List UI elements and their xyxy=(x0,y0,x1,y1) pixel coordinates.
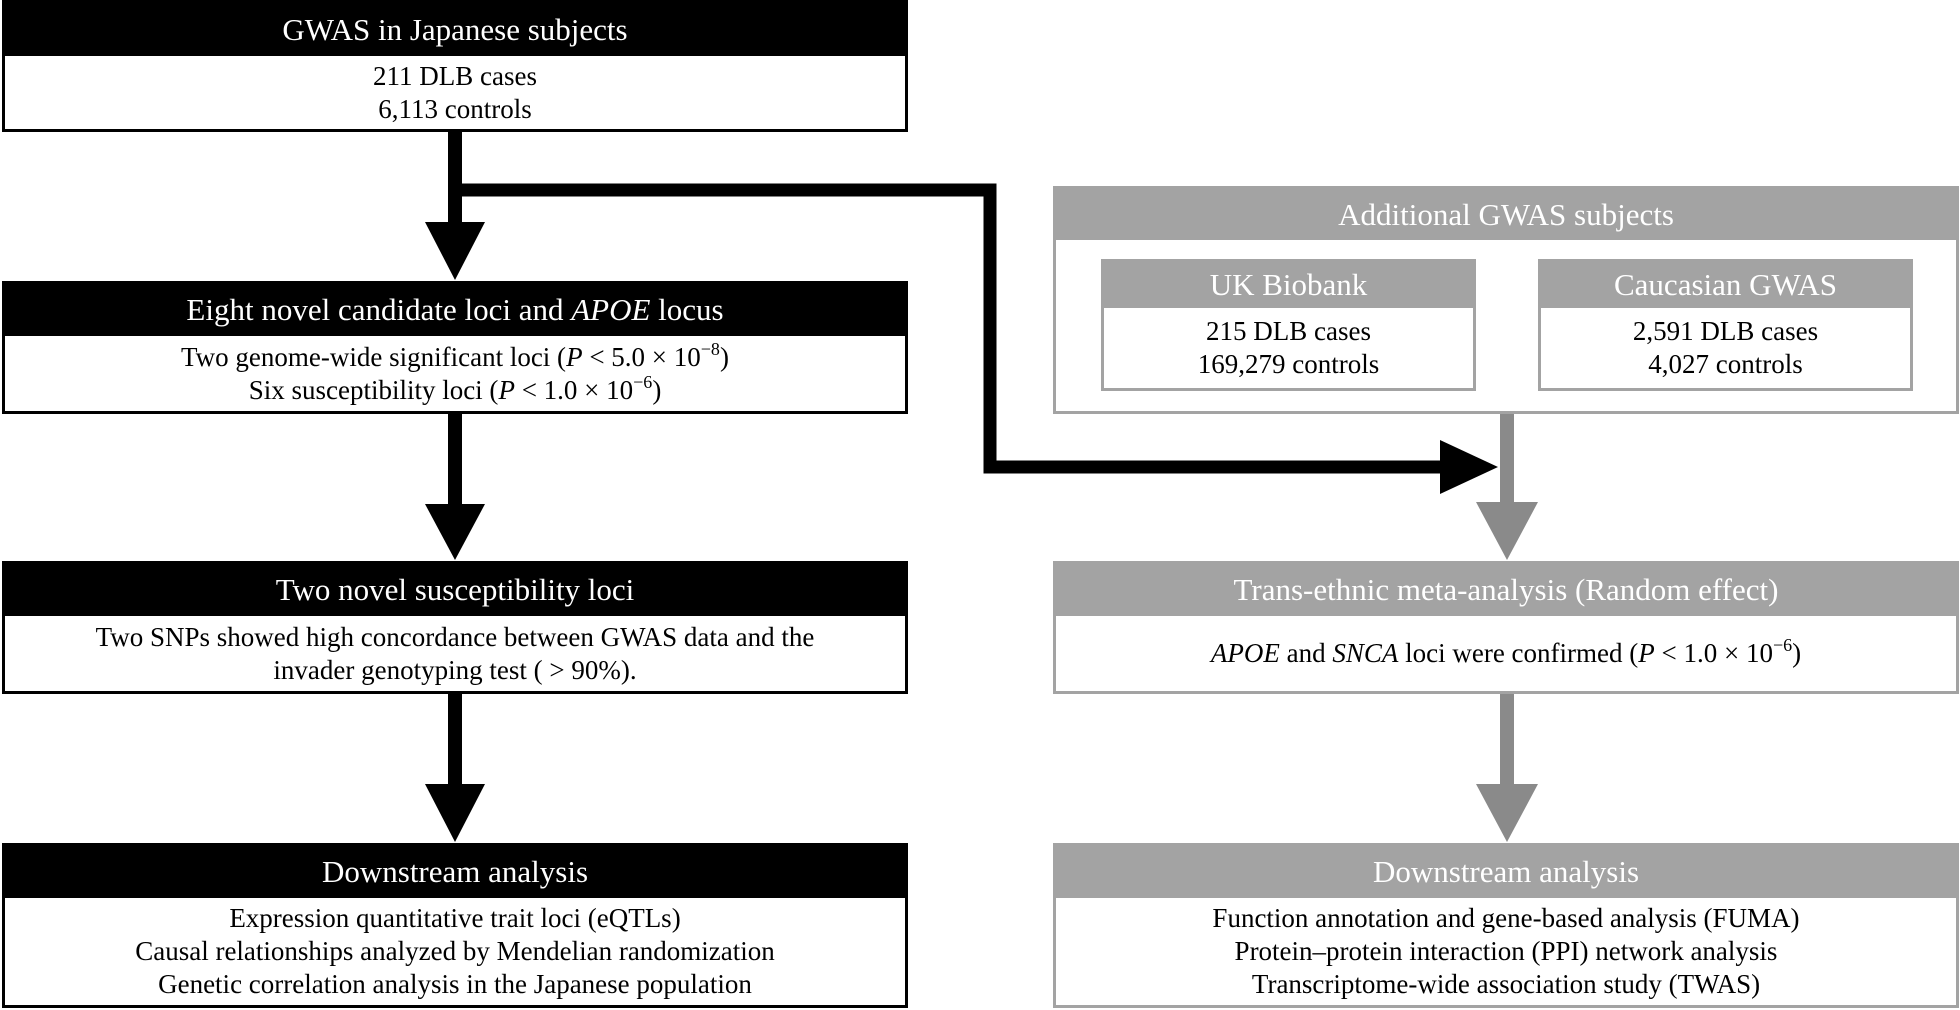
uk-biobank-cases: 215 DLB cases xyxy=(1206,316,1371,346)
meta-link-arrowhead xyxy=(1440,440,1498,494)
meta-and: and xyxy=(1279,638,1333,668)
downstream-right-line-1: Function annotation and gene-based analy… xyxy=(1212,903,1800,933)
black-arrows xyxy=(425,132,1498,842)
downstream-right-title: Downstream analysis xyxy=(1056,846,1956,898)
susceptibility-loci-body: Two SNPs showed high concordance between… xyxy=(5,616,905,691)
meta-analysis-box: Trans-ethnic meta-analysis (Random effec… xyxy=(1053,561,1959,694)
arrow-head-3 xyxy=(425,784,485,842)
candidate-loci-title-gene: APOE xyxy=(571,292,651,327)
gwas-japanese-title: GWAS in Japanese subjects xyxy=(5,3,905,56)
downstream-left-box: Downstream analysis Expression quantitat… xyxy=(2,843,908,1008)
downstream-left-title: Downstream analysis xyxy=(5,846,905,898)
susceptibility-line-2: invader genotyping test ( > 90%). xyxy=(273,654,637,685)
arrow-head-2 xyxy=(425,504,485,560)
meta-exponent: −6 xyxy=(1772,635,1793,655)
grey-arrow-shaft-2 xyxy=(1500,694,1514,786)
line2-close: ) xyxy=(652,374,662,405)
grey-arrow-head-1 xyxy=(1476,502,1538,560)
arrow-head-1 xyxy=(425,222,485,280)
meta-gene-snca: SNCA xyxy=(1332,638,1399,668)
arrow-shaft-1 xyxy=(448,132,462,224)
meta-text: loci were confirmed ( xyxy=(1398,638,1639,668)
candidate-loci-box: Eight novel candidate loci and APOE locu… xyxy=(2,281,908,414)
candidate-loci-title-text: Eight novel candidate loci and xyxy=(186,292,572,327)
arrow-shaft-3 xyxy=(448,694,462,786)
line2-value: < 1.0 × 10 xyxy=(514,374,634,405)
gwas-japanese-body: 211 DLB cases 6,113 controls xyxy=(5,56,905,129)
uk-biobank-box: UK Biobank 215 DLB cases 169,279 control… xyxy=(1101,259,1476,391)
downstream-left-line-1: Expression quantitative trait loci (eQTL… xyxy=(229,903,681,933)
line1-exponent: −8 xyxy=(700,338,720,359)
line2-exponent: −6 xyxy=(633,371,653,392)
line1-p: P xyxy=(566,341,583,372)
meta-analysis-body: APOE and SNCA loci were confirmed (P < 1… xyxy=(1056,616,1956,691)
caucasian-gwas-box: Caucasian GWAS 2,591 DLB cases 4,027 con… xyxy=(1538,259,1913,391)
downstream-right-line-2: Protein–protein interaction (PPI) networ… xyxy=(1234,936,1778,966)
candidate-loci-body: Two genome-wide significant loci (P < 5.… xyxy=(5,336,905,411)
downstream-right-line-3: Transcriptome-wide association study (TW… xyxy=(1251,969,1761,999)
uk-biobank-controls: 169,279 controls xyxy=(1197,349,1380,379)
downstream-right-box: Downstream analysis Function annotation … xyxy=(1053,843,1959,1008)
meta-analysis-line: APOE and SNCA loci were confirmed (P < 1… xyxy=(1210,635,1802,670)
meta-p: P xyxy=(1638,638,1655,668)
downstream-left-line-2: Causal relationships analyzed by Mendeli… xyxy=(135,936,775,966)
additional-gwas-box: Additional GWAS subjects UK Biobank 215 … xyxy=(1053,186,1959,414)
uk-biobank-title: UK Biobank xyxy=(1104,262,1473,308)
uk-biobank-body: 215 DLB cases 169,279 controls xyxy=(1104,308,1473,388)
susceptibility-loci-box: Two novel susceptibility loci Two SNPs s… xyxy=(2,561,908,694)
candidate-loci-line-1: Two genome-wide significant loci (P < 5.… xyxy=(181,338,729,374)
caucasian-gwas-body: 2,591 DLB cases 4,027 controls xyxy=(1541,308,1910,388)
downstream-left-line-3: Genetic correlation analysis in the Japa… xyxy=(158,969,752,999)
meta-link-line xyxy=(462,183,1445,474)
caucasian-gwas-controls: 4,027 controls xyxy=(1648,349,1803,379)
arrow-shaft-2 xyxy=(448,414,462,506)
gwas-japanese-cases: 211 DLB cases xyxy=(373,60,537,91)
additional-gwas-title: Additional GWAS subjects xyxy=(1056,189,1956,240)
gwas-japanese-box: GWAS in Japanese subjects 211 DLB cases … xyxy=(2,0,908,132)
downstream-right-body: Function annotation and gene-based analy… xyxy=(1056,898,1956,1005)
grey-arrow-shaft-1 xyxy=(1500,414,1514,504)
meta-close: ) xyxy=(1792,638,1802,668)
candidate-loci-line-2: Six susceptibility loci (P < 1.0 × 10−6) xyxy=(248,371,662,407)
candidate-loci-title: Eight novel candidate loci and APOE locu… xyxy=(5,284,905,336)
candidate-loci-title-suffix: locus xyxy=(650,292,724,327)
gwas-japanese-controls: 6,113 controls xyxy=(378,93,532,124)
line1-close: ) xyxy=(719,341,729,372)
meta-gene-apoe: APOE xyxy=(1210,638,1280,668)
downstream-left-body: Expression quantitative trait loci (eQTL… xyxy=(5,898,905,1005)
susceptibility-line-1: Two SNPs showed high concordance between… xyxy=(95,621,815,652)
line2-p: P xyxy=(498,374,515,405)
line1-text: Two genome-wide significant loci ( xyxy=(181,341,567,372)
line1-value: < 5.0 × 10 xyxy=(582,341,701,372)
caucasian-gwas-title: Caucasian GWAS xyxy=(1541,262,1910,308)
susceptibility-loci-title: Two novel susceptibility loci xyxy=(5,564,905,616)
caucasian-gwas-cases: 2,591 DLB cases xyxy=(1632,316,1819,346)
meta-analysis-title: Trans-ethnic meta-analysis (Random effec… xyxy=(1056,564,1956,616)
grey-arrows xyxy=(1476,414,1538,842)
line2-text: Six susceptibility loci ( xyxy=(248,374,499,405)
meta-value: < 1.0 × 10 xyxy=(1654,638,1773,668)
grey-arrow-head-2 xyxy=(1476,784,1538,842)
